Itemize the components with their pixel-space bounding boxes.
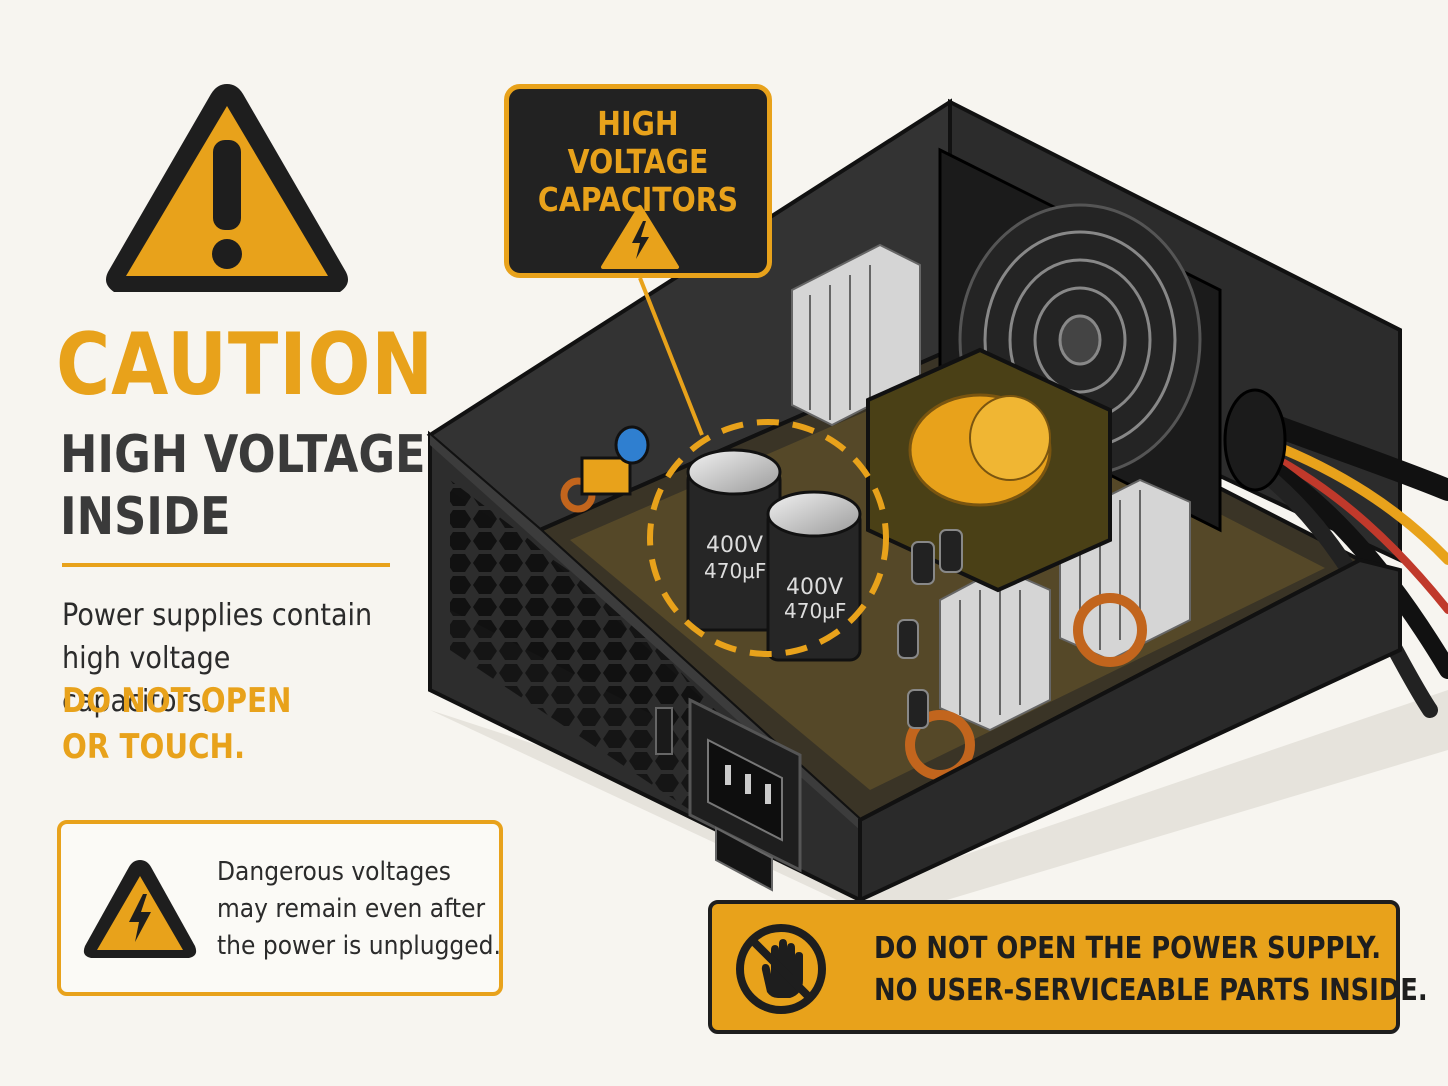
caution-title: CAUTION xyxy=(56,315,435,415)
capacitor-highlight-ring xyxy=(647,419,889,657)
capacitor-1: 400V 470μF xyxy=(686,448,782,632)
body-text: Power supplies contain high voltage capa… xyxy=(62,594,386,723)
notice-text: Dangerous voltages may remain even after… xyxy=(217,854,501,965)
high-voltage-subtitle: HIGH VOLTAGE INSIDE xyxy=(60,424,426,548)
notice-box: Dangerous voltages may remain even after… xyxy=(57,820,503,996)
power-supply-illustration: 400V 470μF 400V 470μF xyxy=(426,98,1448,920)
warn-line-2: OR TOUCH. xyxy=(62,727,246,767)
do-not-open-warning: DO NOT OPEN OR TOUCH. xyxy=(62,678,291,770)
subtitle-line-2: INSIDE xyxy=(60,487,231,547)
cable-harness xyxy=(1249,409,1448,718)
banner-line-1: DO NOT OPEN THE POWER SUPPLY. xyxy=(874,931,1382,966)
high-voltage-capacitors-callout: HIGH VOLTAGE CAPACITORS xyxy=(504,84,772,278)
power-inlet xyxy=(688,697,802,892)
capacitor-1-capacitance: 470μF xyxy=(704,559,766,583)
banner-text: DO NOT OPEN THE POWER SUPPLY. NO USER-SE… xyxy=(874,928,1428,1012)
high-voltage-icon xyxy=(601,205,679,269)
high-voltage-icon xyxy=(83,860,197,958)
banner-line-2: NO USER-SERVICEABLE PARTS INSIDE. xyxy=(874,973,1428,1008)
divider xyxy=(62,563,390,567)
notice-line-1: Dangerous voltages xyxy=(217,857,451,887)
capacitor-2-voltage: 400V xyxy=(786,575,843,600)
heatsink xyxy=(791,243,1191,732)
warning-triangle-icon xyxy=(106,84,348,292)
callout-leader-line xyxy=(638,277,704,436)
capacitor-1-voltage: 400V xyxy=(706,533,763,558)
callout-line-1: HIGH VOLTAGE xyxy=(567,104,709,181)
notice-line-2: may remain even after xyxy=(217,894,486,924)
body-line-1: Power supplies contain xyxy=(62,598,373,633)
transformer xyxy=(866,347,1112,593)
body-line-2: high voltage capacitors. xyxy=(62,641,231,719)
no-touch-hand-icon xyxy=(736,924,826,1014)
do-not-open-banner: DO NOT OPEN THE POWER SUPPLY. NO USER-SE… xyxy=(708,900,1428,1034)
warn-line-1: DO NOT OPEN xyxy=(62,681,292,721)
subtitle-line-1: HIGH VOLTAGE xyxy=(60,425,426,485)
callout-title: HIGH VOLTAGE CAPACITORS xyxy=(527,105,749,219)
capacitor-2: 400V 470μF xyxy=(766,490,862,662)
capacitor-2-capacitance: 470μF xyxy=(784,599,846,623)
notice-line-3: the power is unplugged. xyxy=(217,931,501,961)
